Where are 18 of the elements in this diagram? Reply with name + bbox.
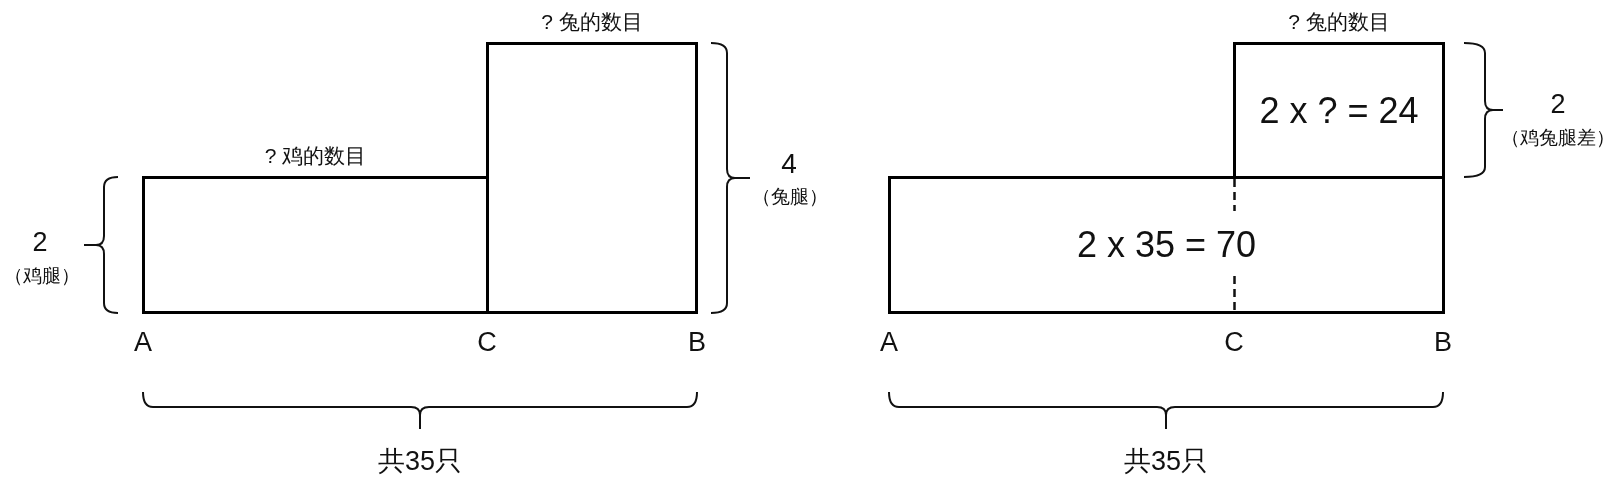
block-heading: ? 兔的数目 bbox=[1288, 8, 1390, 34]
point-label: B bbox=[1434, 327, 1452, 359]
point-label: C bbox=[477, 327, 497, 359]
total-label: 共35只 bbox=[1124, 446, 1208, 478]
point-label: A bbox=[880, 327, 898, 359]
leg-count: 2 bbox=[32, 227, 48, 259]
point-label: C bbox=[1224, 327, 1244, 359]
leg-count: 4 bbox=[781, 147, 797, 181]
point-label: A bbox=[134, 327, 152, 359]
brace-note: （兔腿） bbox=[752, 186, 828, 208]
point-label: B bbox=[688, 327, 706, 359]
area-block bbox=[888, 176, 1445, 314]
brace-note: （鸡腿） bbox=[4, 265, 80, 287]
brace-note: （鸡兔腿差） bbox=[1501, 127, 1615, 149]
leg-count: 2 bbox=[1550, 89, 1566, 121]
total-label: 共35只 bbox=[378, 446, 462, 478]
block-heading: ? 鸡的数目 bbox=[264, 142, 367, 168]
block-heading: ? 兔的数目 bbox=[541, 8, 643, 34]
